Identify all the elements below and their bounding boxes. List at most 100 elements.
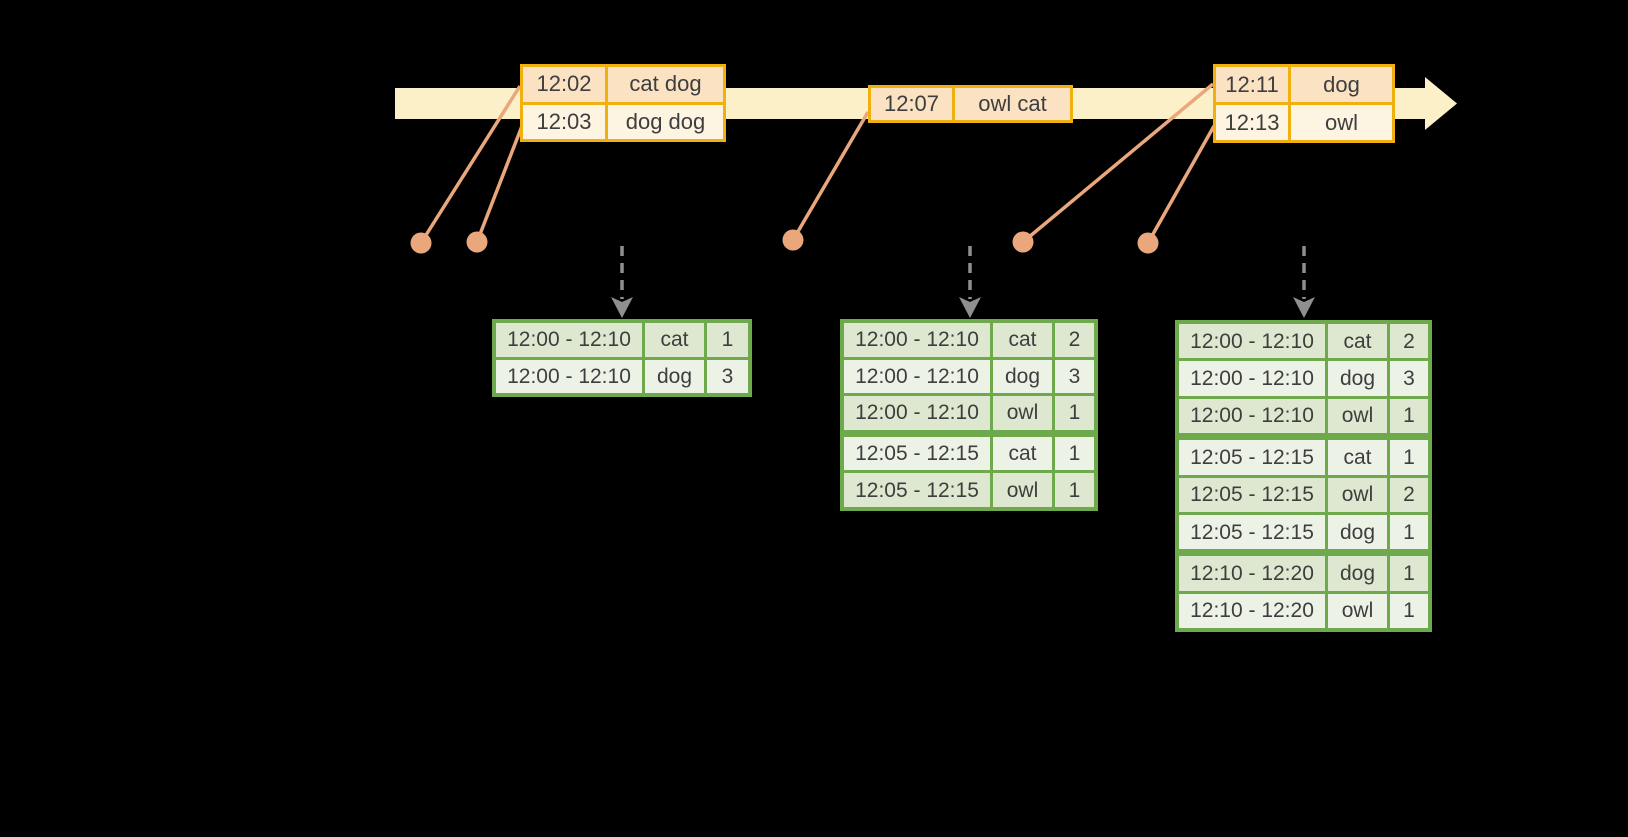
count-cell: 2 bbox=[1403, 329, 1415, 353]
word-cell: cat bbox=[645, 323, 707, 357]
words-cell: owl bbox=[1324, 109, 1358, 135]
event-time-dot bbox=[1137, 232, 1159, 254]
trigger-arrow bbox=[959, 246, 981, 318]
trigger-arrow bbox=[1293, 246, 1315, 318]
count-cell: 1 bbox=[1403, 599, 1415, 623]
count-cell: 1 bbox=[1068, 401, 1081, 425]
window-cell: 12:00 - 12:10 bbox=[1179, 361, 1328, 396]
window-cell: 12:00 - 12:10 bbox=[496, 359, 645, 393]
word-cell: owl bbox=[1328, 398, 1390, 434]
count-cell: 1 bbox=[721, 328, 734, 352]
event-connector-line bbox=[791, 111, 870, 241]
word-cell: owl bbox=[993, 473, 1055, 507]
window-cell: 12:00 - 12:10 bbox=[1179, 324, 1328, 359]
time-cell: 12:11 bbox=[1216, 67, 1291, 102]
event-time-dot bbox=[782, 229, 804, 251]
trigger-arrow-head-icon bbox=[959, 297, 981, 318]
count-cell: 1 bbox=[1403, 561, 1415, 585]
window-cell: 12:10 - 12:20 bbox=[1179, 593, 1328, 628]
count-cell: 1 bbox=[1403, 445, 1415, 469]
words-cell: cat dog bbox=[629, 71, 702, 97]
word-cell: dog bbox=[1328, 556, 1390, 591]
count-cell: 3 bbox=[1403, 367, 1415, 391]
word-cell: dog bbox=[1328, 514, 1390, 550]
word-cell: cat bbox=[1328, 324, 1390, 359]
word-cell: cat bbox=[1328, 440, 1390, 475]
words-cell: dog dog bbox=[625, 108, 706, 134]
word-cell: dog bbox=[645, 359, 707, 393]
window-cell: 12:00 - 12:10 bbox=[844, 323, 993, 357]
time-cell: 12:02 bbox=[523, 67, 608, 102]
event-connector-line bbox=[419, 85, 522, 244]
count-cell: 3 bbox=[721, 364, 734, 388]
event-time-dots bbox=[410, 229, 1159, 254]
word-cell: owl bbox=[1328, 477, 1390, 512]
time-cell: 12:03 bbox=[523, 104, 608, 139]
table-row: 12:02 cat dog bbox=[523, 67, 723, 102]
event-connector-line bbox=[475, 125, 524, 243]
count-cell: 2 bbox=[1068, 328, 1081, 352]
window-cell: 12:05 - 12:15 bbox=[1179, 514, 1328, 550]
count-cell: 1 bbox=[1068, 478, 1081, 502]
count-cell: 1 bbox=[1403, 520, 1415, 544]
window-cell: 12:00 - 12:10 bbox=[844, 396, 993, 430]
word-cell: owl bbox=[993, 396, 1055, 430]
window-cell: 12:00 - 12:10 bbox=[1179, 398, 1328, 434]
event-table-1207: 12:07 owl cat bbox=[868, 85, 1073, 123]
time-cell: 12:13 bbox=[1216, 105, 1291, 140]
count-cell: 1 bbox=[1068, 442, 1081, 466]
trigger-arrow-head-icon bbox=[611, 297, 633, 318]
event-table-1202-1203: 12:02 cat dog 12:03 dog dog bbox=[520, 64, 726, 142]
window-cell: 12:00 - 12:10 bbox=[844, 359, 993, 394]
word-cell: cat bbox=[993, 436, 1055, 471]
table-row: 12:07 owl cat bbox=[871, 88, 1070, 120]
window-cell: 12:05 - 12:15 bbox=[844, 473, 993, 507]
words-cell: dog bbox=[1323, 71, 1360, 97]
trigger-arrows bbox=[611, 246, 1315, 318]
event-connector-line bbox=[1021, 82, 1215, 244]
count-cell: 1 bbox=[1403, 404, 1415, 428]
word-cell: cat bbox=[993, 323, 1055, 357]
event-table-1211-1213: 12:11 dog 12:13 owl bbox=[1213, 64, 1395, 143]
word-cell: dog bbox=[1328, 361, 1390, 396]
trigger-arrow bbox=[611, 246, 633, 318]
window-cell: 12:05 - 12:15 bbox=[844, 436, 993, 471]
words-cell: owl cat bbox=[978, 91, 1047, 116]
event-connector-line bbox=[1146, 125, 1216, 244]
event-connector-lines bbox=[419, 82, 1216, 244]
window-cell: 12:10 - 12:20 bbox=[1179, 556, 1328, 591]
timeline-arrowhead-icon bbox=[1425, 77, 1457, 130]
table-row: 12:13 owl bbox=[1216, 102, 1392, 140]
table-row: 12:03 dog dog bbox=[523, 101, 723, 139]
trigger-arrow-head-icon bbox=[1293, 297, 1315, 318]
event-time-dot bbox=[1012, 231, 1034, 253]
word-cell: owl bbox=[1328, 593, 1390, 628]
count-cell: 2 bbox=[1403, 483, 1415, 507]
table-row: 12:11 dog bbox=[1216, 67, 1392, 102]
window-cell: 12:00 - 12:10 bbox=[496, 323, 645, 357]
event-time-dot bbox=[466, 231, 488, 253]
word-cell: dog bbox=[993, 359, 1055, 394]
time-cell: 12:07 bbox=[871, 88, 955, 120]
window-cell: 12:05 - 12:15 bbox=[1179, 440, 1328, 475]
count-cell: 3 bbox=[1068, 364, 1081, 388]
